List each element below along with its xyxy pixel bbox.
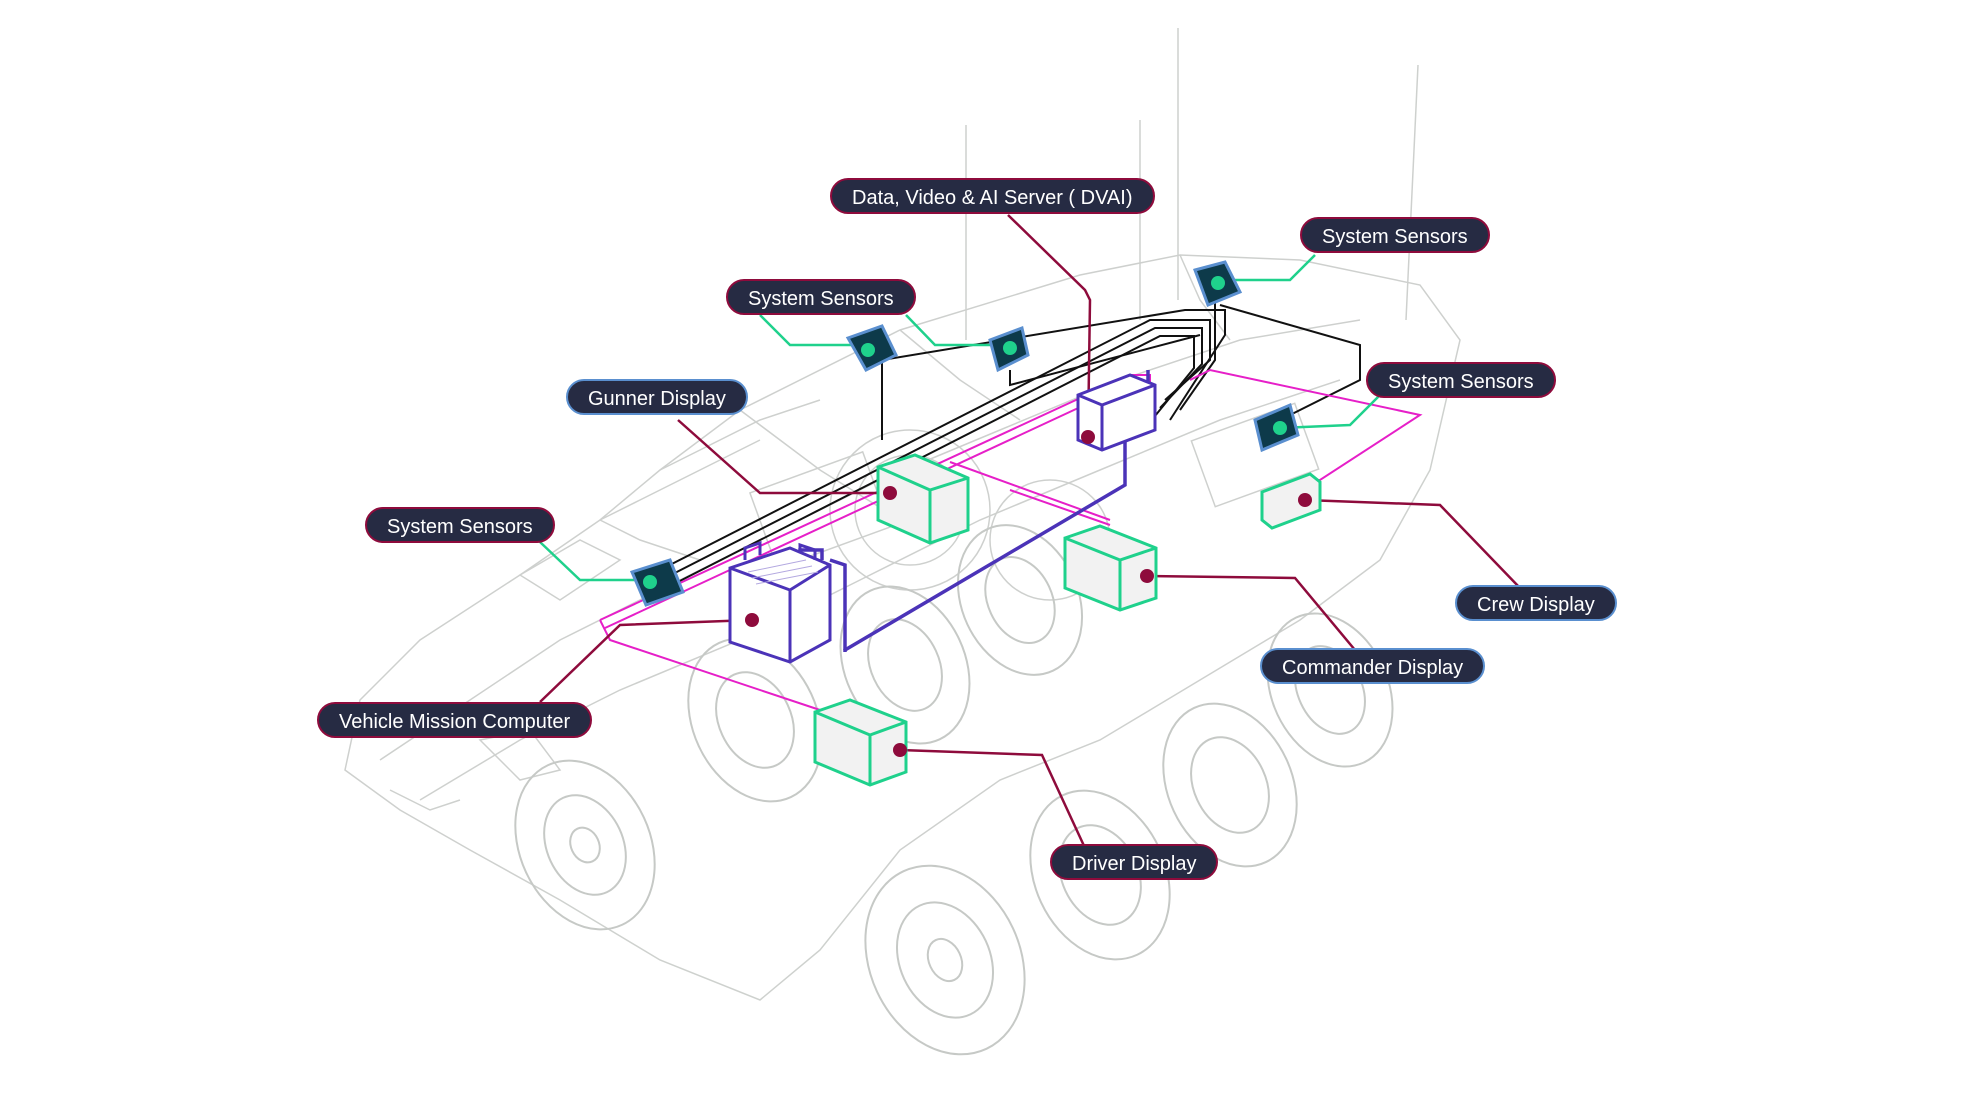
label-vehicle-mission-computer: Vehicle Mission Computer [317, 702, 593, 738]
label-crew-display: Crew Display [1455, 585, 1617, 621]
label-system-sensors-top-left: System Sensors [726, 279, 916, 315]
label-system-sensors-top-right: System Sensors [1300, 217, 1490, 253]
label-system-sensors-left: System Sensors [365, 507, 555, 543]
sensor-camera-icon [629, 558, 685, 607]
sensor-camera-icon [1193, 260, 1243, 307]
wheel [514, 759, 656, 931]
display-unit-icon [1260, 472, 1322, 530]
label-gunner-display: Gunner Display [566, 379, 748, 415]
vehicle-wheels [514, 524, 1394, 1056]
label-commander-display: Commander Display [1260, 648, 1486, 684]
wheel [864, 864, 1026, 1056]
sensor-camera-icon [1253, 402, 1300, 453]
component-leaders [539, 214, 1521, 849]
wheel [1266, 612, 1394, 768]
display-unit-icon [876, 453, 970, 545]
wheel [839, 585, 971, 745]
label-driver-display: Driver Display [1050, 844, 1219, 880]
wheel [1162, 702, 1298, 868]
sensor-camera-icon [845, 324, 898, 372]
display-unit-icon [813, 698, 908, 787]
display-unit-icon [1063, 524, 1158, 612]
server-icon [1076, 373, 1157, 452]
connection-dots [745, 430, 1312, 757]
battery-icon [728, 540, 832, 664]
sensor-leaders [539, 254, 1381, 582]
data-cabling [659, 290, 1361, 587]
wheel [687, 637, 823, 803]
label-dvai: Data, Video & AI Server ( DVAI) [830, 178, 1155, 214]
sensor-camera-icon [988, 325, 1030, 373]
label-system-sensors-right: System Sensors [1366, 362, 1556, 398]
